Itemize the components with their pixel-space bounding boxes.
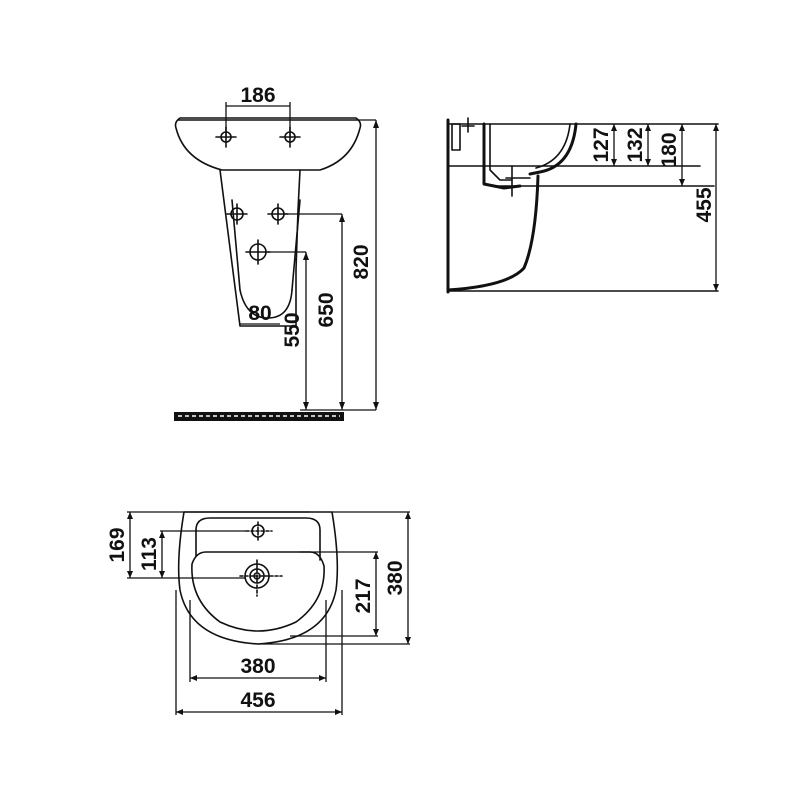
wall-bracket [451,123,461,151]
dim-label-127: 127 [590,127,613,162]
drain-icon [239,559,283,597]
pedestal-inner-right [291,199,301,291]
dim-label-80: 80 [248,302,271,325]
dim-label-169: 169 [106,527,129,562]
bowl-outline [191,551,325,632]
dim-pedestal-base: 80 [240,302,280,325]
dim-label-380-width: 380 [240,655,275,678]
side-view: 127 132 180 455 [446,117,719,294]
dim-label-455: 455 [693,187,716,222]
dim-label-113: 113 [138,537,161,571]
basin-bowl-curve [528,122,578,176]
top-view: 169 113 217 380 380 456 [106,511,411,715]
supply-left-icon [226,203,248,225]
front-view: 186 80 550 650 820 [174,84,379,421]
dim-label-186: 186 [240,84,275,107]
dim-label-217: 217 [352,578,375,613]
dim-label-132: 132 [624,127,647,162]
dim-label-550: 550 [281,312,304,347]
dim-label-456: 456 [240,689,275,712]
pedestal-outline [219,169,301,327]
dim-tap-spacing: 186 [225,84,291,137]
basin-outline [174,117,362,171]
pedestal-inner-curve [239,289,293,319]
tap-hole-icon [245,521,273,541]
dim-label-820: 820 [350,244,373,279]
pedestal-profile [446,174,540,292]
dim-label-650: 650 [315,292,338,327]
pedestal-inner-left [231,199,241,291]
dim-label-380-depth: 380 [384,560,407,595]
dim-label-180: 180 [658,132,681,167]
